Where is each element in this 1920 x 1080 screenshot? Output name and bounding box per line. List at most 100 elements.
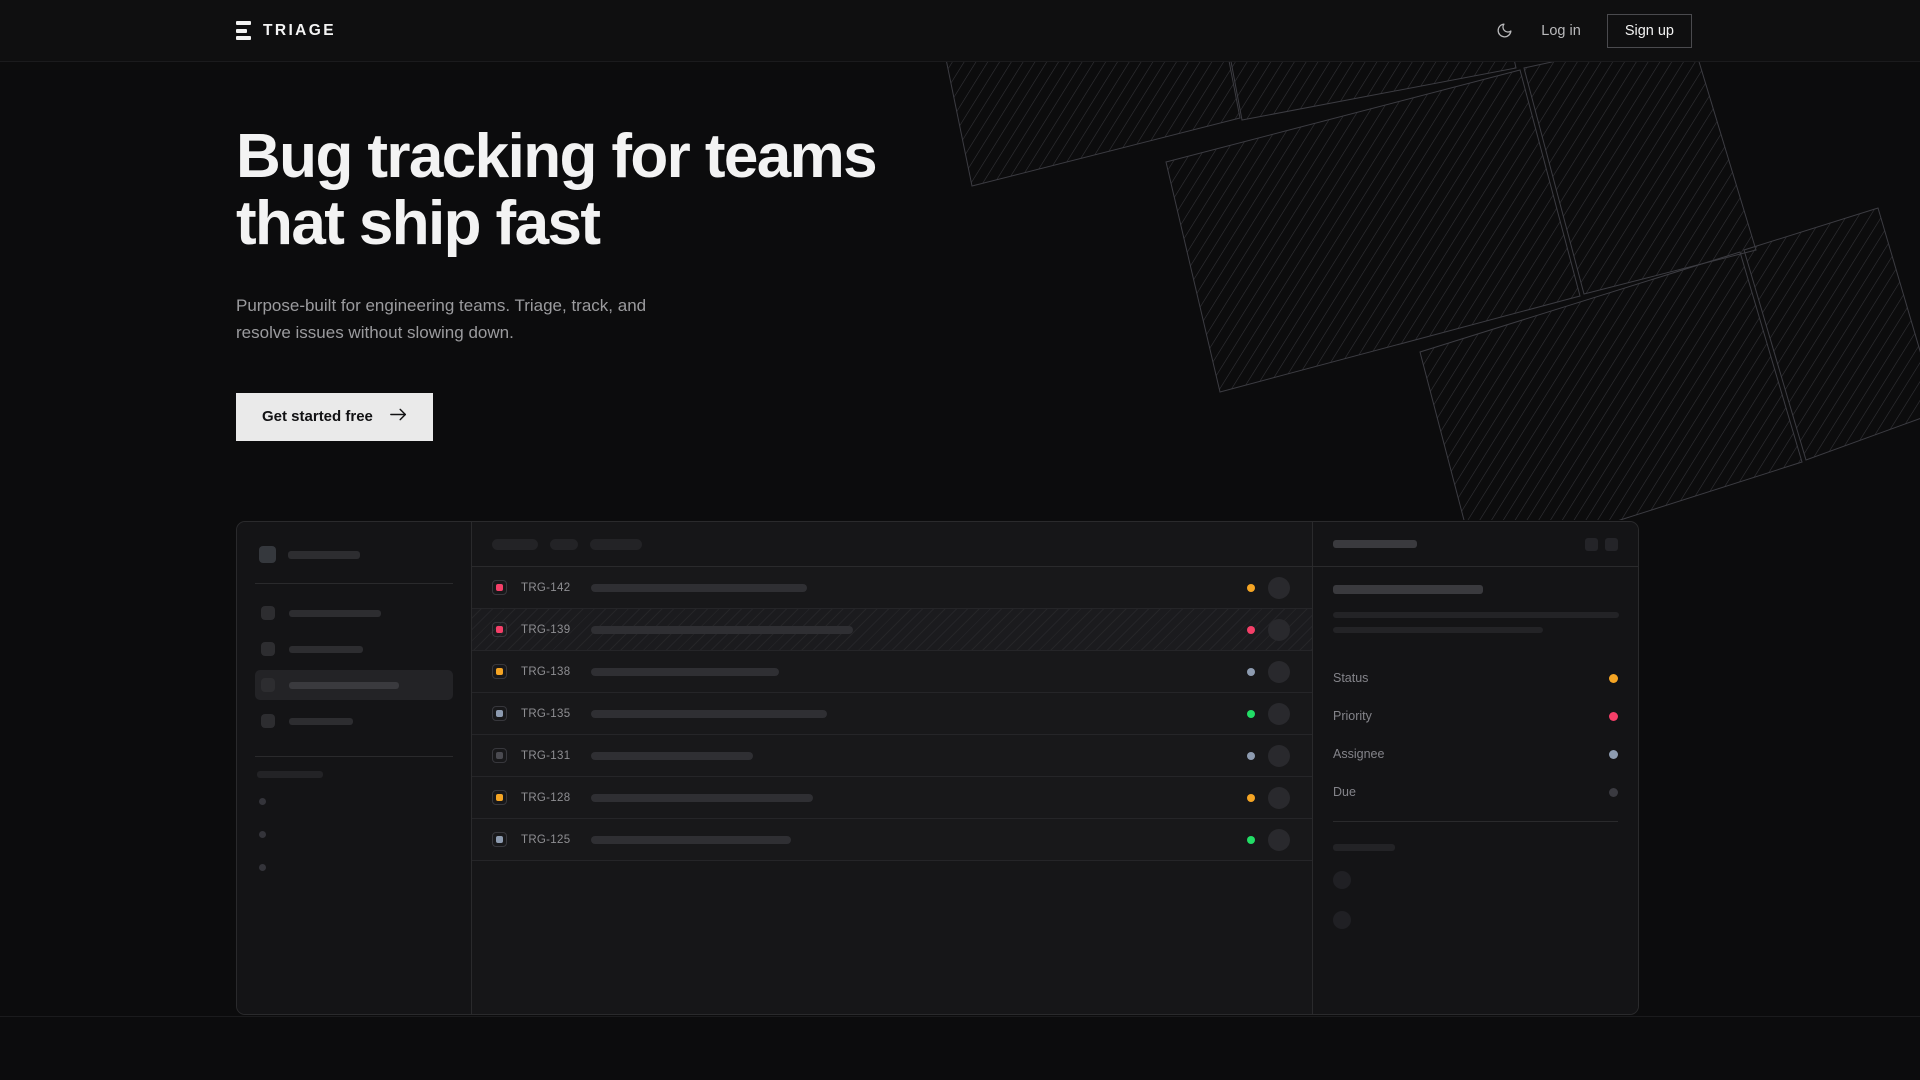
avatar bbox=[1268, 618, 1290, 641]
login-link[interactable]: Log in bbox=[1541, 22, 1581, 39]
table-row[interactable]: TRG-128 bbox=[472, 777, 1312, 819]
mock-workspace-name-skeleton bbox=[288, 550, 360, 559]
issue-title-skeleton bbox=[591, 751, 753, 760]
table-row[interactable]: TRG-131 bbox=[472, 735, 1312, 777]
priority-icon bbox=[492, 706, 507, 721]
row-meta bbox=[1247, 576, 1290, 599]
issue-key: TRG-125 bbox=[521, 833, 571, 846]
sidebar-item-label-skeleton bbox=[289, 609, 381, 617]
row-meta bbox=[1247, 828, 1290, 851]
meta-value-dot bbox=[1609, 711, 1618, 721]
table-row[interactable]: TRG-142 bbox=[472, 567, 1312, 609]
arrow-right-icon bbox=[390, 408, 407, 425]
sidebar-item-icon bbox=[261, 678, 275, 692]
meta-row-priority[interactable]: Priority bbox=[1333, 697, 1618, 735]
status-badge bbox=[1247, 625, 1255, 634]
priority-icon bbox=[492, 622, 507, 637]
sidebar-item-icon bbox=[261, 714, 275, 728]
status-badge bbox=[1247, 667, 1255, 676]
issue-title-skeleton bbox=[591, 793, 813, 802]
meta-label: Assignee bbox=[1333, 747, 1385, 761]
toolbar-filter-pill[interactable] bbox=[590, 538, 642, 550]
detail-meta-list: Status Priority Assignee Due bbox=[1333, 659, 1618, 811]
stacked-bars-logo-icon bbox=[236, 21, 251, 40]
table-row[interactable]: TRG-138 bbox=[472, 651, 1312, 693]
avatar bbox=[1268, 660, 1290, 683]
sidebar-item-icon bbox=[261, 642, 275, 656]
avatar bbox=[1268, 828, 1290, 851]
header-actions: Log in Sign up bbox=[1493, 13, 1692, 48]
meta-row-due[interactable]: Due bbox=[1333, 773, 1618, 811]
priority-icon bbox=[492, 790, 507, 805]
sidebar-mini-item[interactable] bbox=[255, 858, 453, 877]
sidebar-divider-bottom bbox=[255, 756, 453, 757]
meta-value-dot bbox=[1609, 787, 1618, 797]
detail-title-skeleton bbox=[1333, 585, 1483, 594]
mock-detail-panel: Status Priority Assignee Due bbox=[1312, 522, 1638, 1014]
sidebar-item-icon bbox=[261, 606, 275, 620]
row-meta bbox=[1247, 744, 1290, 767]
meta-label: Priority bbox=[1333, 709, 1372, 723]
table-row[interactable]: TRG-135 bbox=[472, 693, 1312, 735]
mock-sidebar-header bbox=[255, 538, 453, 563]
detail-action-button[interactable] bbox=[1605, 537, 1618, 551]
status-badge bbox=[1247, 751, 1255, 760]
detail-activity-section bbox=[1313, 822, 1638, 951]
meta-row-assignee[interactable]: Assignee bbox=[1333, 735, 1618, 773]
toolbar-filter-pill[interactable] bbox=[550, 538, 578, 550]
list-empty-space bbox=[472, 861, 1312, 1014]
sidebar-item-active[interactable] bbox=[255, 670, 453, 700]
meta-value-dot bbox=[1609, 673, 1618, 683]
priority-icon bbox=[492, 832, 507, 847]
avatar bbox=[1268, 786, 1290, 809]
detail-desc-line-skeleton bbox=[1333, 612, 1619, 618]
mock-list-toolbar bbox=[472, 522, 1312, 567]
row-meta bbox=[1247, 786, 1290, 809]
sidebar-mini-item[interactable] bbox=[255, 792, 453, 811]
detail-action-button[interactable] bbox=[1585, 537, 1598, 551]
sidebar-item[interactable] bbox=[255, 598, 453, 628]
detail-desc-line-skeleton bbox=[1333, 627, 1543, 633]
product-mockup: TRG-142 TRG-139 TRG-138 bbox=[236, 521, 1639, 1015]
table-row[interactable]: TRG-125 bbox=[472, 819, 1312, 861]
status-badge bbox=[1247, 793, 1255, 802]
issue-title-skeleton bbox=[591, 709, 827, 718]
activity-label-skeleton bbox=[1333, 844, 1395, 851]
detail-panel-body: Status Priority Assignee Due bbox=[1313, 567, 1638, 822]
row-meta bbox=[1247, 660, 1290, 683]
toolbar-filter-pill[interactable] bbox=[492, 538, 538, 550]
avatar bbox=[1333, 911, 1351, 929]
issue-title-skeleton bbox=[591, 835, 791, 844]
detail-header-actions bbox=[1585, 537, 1618, 551]
detail-divider bbox=[1333, 821, 1618, 822]
sidebar-divider-top bbox=[255, 583, 453, 584]
meta-row-status[interactable]: Status bbox=[1333, 659, 1618, 697]
mock-issue-list: TRG-142 TRG-139 TRG-138 bbox=[472, 522, 1312, 1014]
priority-icon bbox=[492, 748, 507, 763]
avatar bbox=[1268, 702, 1290, 725]
brand-name: TRIAGE bbox=[263, 21, 336, 39]
get-started-button[interactable]: Get started free bbox=[236, 392, 433, 441]
issue-title-skeleton bbox=[591, 625, 853, 634]
table-row-selected[interactable]: TRG-139 bbox=[472, 609, 1312, 651]
sidebar-mini-item[interactable] bbox=[255, 825, 453, 844]
sidebar-item[interactable] bbox=[255, 634, 453, 664]
sidebar-item-label-skeleton bbox=[289, 717, 353, 725]
mock-workspace-avatar bbox=[259, 546, 276, 563]
sidebar-item[interactable] bbox=[255, 706, 453, 736]
issue-key: TRG-139 bbox=[521, 623, 571, 636]
issue-key: TRG-128 bbox=[521, 791, 571, 804]
signup-button[interactable]: Sign up bbox=[1606, 13, 1692, 48]
issue-key: TRG-131 bbox=[521, 749, 571, 762]
moon-icon[interactable] bbox=[1493, 20, 1515, 42]
issue-title-skeleton bbox=[591, 583, 807, 592]
hero-section: Bug tracking for teams that ship fast Pu… bbox=[0, 62, 1920, 441]
page-title: Bug tracking for teams that ship fast bbox=[236, 122, 878, 258]
issue-key: TRG-138 bbox=[521, 665, 571, 678]
sidebar-item-label-skeleton bbox=[289, 681, 399, 689]
brand-logo[interactable]: TRIAGE bbox=[236, 21, 336, 40]
activity-row bbox=[1333, 871, 1618, 889]
status-badge bbox=[1247, 583, 1255, 592]
detail-breadcrumb-skeleton bbox=[1333, 540, 1417, 548]
activity-row bbox=[1333, 911, 1618, 929]
